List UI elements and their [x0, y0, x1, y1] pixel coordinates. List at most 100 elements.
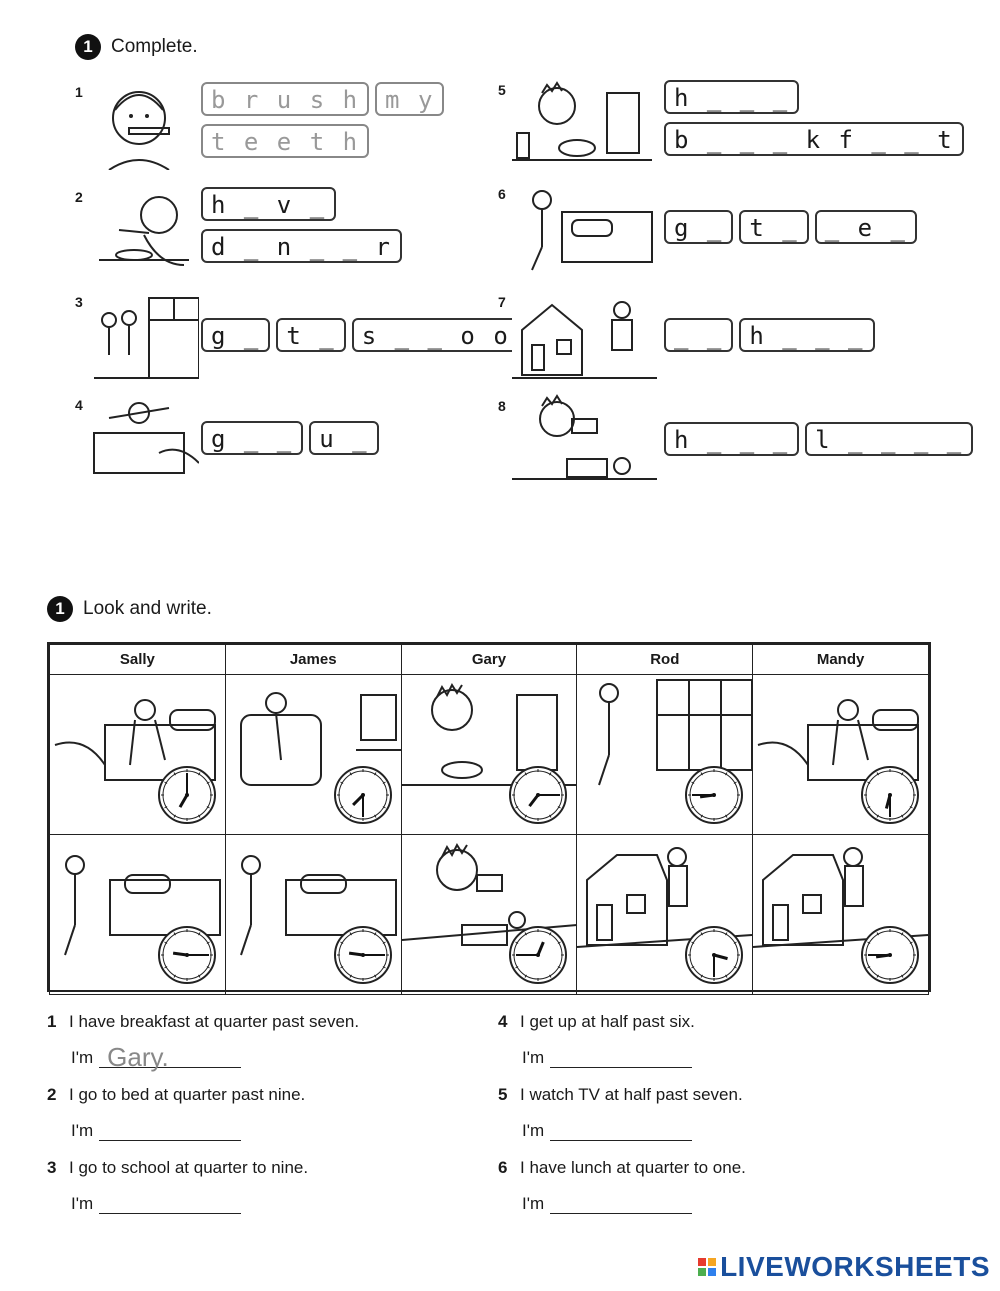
picture-cell: [400, 674, 578, 835]
clock-icon: [157, 766, 216, 824]
word-input-box[interactable]: h _ _ _: [739, 318, 875, 352]
answer-prefix: I'm: [71, 1048, 94, 1067]
clock-icon: [333, 766, 392, 824]
picture-cell: [752, 674, 929, 835]
picture-cell: [576, 674, 754, 835]
item-picture: [89, 80, 199, 170]
word-row: h _ v _: [201, 187, 402, 221]
item-picture: [512, 182, 657, 272]
logo-blocks-icon: [698, 1258, 717, 1276]
sentence-number: 6: [498, 1158, 508, 1177]
word-boxes: h _ _ _l _ _ _ _: [664, 422, 974, 456]
answer-row: I'm: [71, 1119, 242, 1141]
word-row: b _ _ _ k f _ _ t: [664, 122, 964, 156]
word-input-box[interactable]: t e e t h: [201, 124, 370, 158]
clock: [684, 765, 744, 830]
word-input-box[interactable]: d _ n _ _ r: [201, 229, 402, 263]
word-input-box[interactable]: t _: [739, 210, 809, 244]
word-input-box[interactable]: t _: [276, 318, 346, 352]
item-picture: [512, 290, 657, 380]
answer-row: I'm Gary.: [71, 1044, 242, 1070]
word-row: d _ n _ _ r: [201, 229, 402, 263]
word-row: g _t __ e _: [664, 210, 917, 244]
item-number: 7: [498, 294, 506, 310]
item-picture: [512, 394, 657, 484]
word-row: t e e t h: [201, 124, 444, 158]
picture-cell: [49, 674, 226, 835]
word-input-box[interactable]: l _ _ _ _: [805, 422, 974, 456]
clock: [333, 765, 393, 830]
word-input-box[interactable]: h _ _ _: [664, 80, 800, 114]
answer-row: I'm: [522, 1119, 693, 1141]
sentence-number: 2: [47, 1085, 57, 1104]
word-input-box[interactable]: h _ v _: [201, 187, 337, 221]
answer-input[interactable]: [99, 1119, 242, 1141]
name-header: Gary: [400, 644, 578, 675]
word-input-box[interactable]: g _: [664, 210, 734, 244]
item-picture: [89, 290, 199, 380]
picture-cell: [576, 834, 754, 995]
answer-input[interactable]: [550, 1046, 693, 1068]
item-number: 8: [498, 398, 506, 414]
word-row: h _ _ _: [664, 80, 964, 114]
scene-illustration: [753, 675, 928, 834]
word-input-box[interactable]: g _ _: [201, 421, 304, 455]
exercise1-item: 7: [498, 290, 657, 380]
word-boxes: g _ _u _: [201, 421, 379, 455]
picture-cell: [224, 834, 402, 995]
answer-input[interactable]: [550, 1192, 693, 1214]
sentence-number: 4: [498, 1012, 508, 1031]
clock-icon: [333, 926, 392, 984]
sentence-text: I have lunch at quarter to one.: [520, 1158, 746, 1177]
word-input-box[interactable]: m y: [375, 82, 445, 116]
item-picture: [89, 393, 199, 483]
word-input-box[interactable]: g _: [201, 318, 271, 352]
scene-illustration: [226, 835, 401, 994]
name-header: Mandy: [752, 644, 929, 675]
clock-icon: [685, 926, 744, 984]
item-picture: [89, 185, 199, 275]
exercise1-heading: 1 Complete.: [75, 34, 198, 60]
word-input-box[interactable]: b r u s h: [201, 82, 370, 116]
sentence-text: I watch TV at half past seven.: [520, 1085, 743, 1104]
answer-input[interactable]: Gary.: [99, 1044, 242, 1070]
exercise1-number: 1: [75, 34, 101, 60]
word-boxes: h _ v _d _ n _ _ r: [201, 187, 402, 263]
logo-text: LIVEWORKSHEETS: [720, 1251, 990, 1282]
word-input-box[interactable]: _ _: [664, 318, 734, 352]
word-input-box[interactable]: b _ _ _ k f _ _ t: [664, 122, 964, 156]
word-row: _ _h _ _ _: [664, 318, 875, 352]
sentence-number: 5: [498, 1085, 508, 1104]
item-number: 4: [75, 397, 83, 413]
clock-icon: [861, 766, 919, 824]
answer-input[interactable]: [99, 1192, 242, 1214]
scene-illustration: [577, 675, 754, 834]
name-header: James: [224, 644, 402, 675]
word-boxes: g _t __ e _: [664, 210, 917, 244]
exercise1-item: 4: [75, 393, 199, 483]
word-boxes: _ _h _ _ _: [664, 318, 875, 352]
word-row: g _ _u _: [201, 421, 379, 455]
clock-icon: [509, 926, 568, 984]
answer-row: I'm: [522, 1192, 693, 1214]
exercise1-item: 2: [75, 185, 199, 275]
item-number: 5: [498, 82, 506, 98]
word-input-box[interactable]: u _: [309, 421, 379, 455]
clock: [860, 925, 920, 990]
scene-illustration: [50, 835, 225, 994]
word-input-box[interactable]: _ e _: [814, 210, 917, 244]
clock-icon: [509, 766, 568, 824]
clock: [157, 925, 217, 990]
sentence-number: 1: [47, 1012, 57, 1031]
word-input-box[interactable]: h _ _ _: [664, 422, 800, 456]
name-header: Rod: [576, 644, 754, 675]
answer-input[interactable]: [550, 1119, 693, 1141]
word-row: h _ _ _l _ _ _ _: [664, 422, 974, 456]
clock: [860, 765, 920, 830]
picture-cell: [224, 674, 402, 835]
clock: [333, 925, 393, 990]
